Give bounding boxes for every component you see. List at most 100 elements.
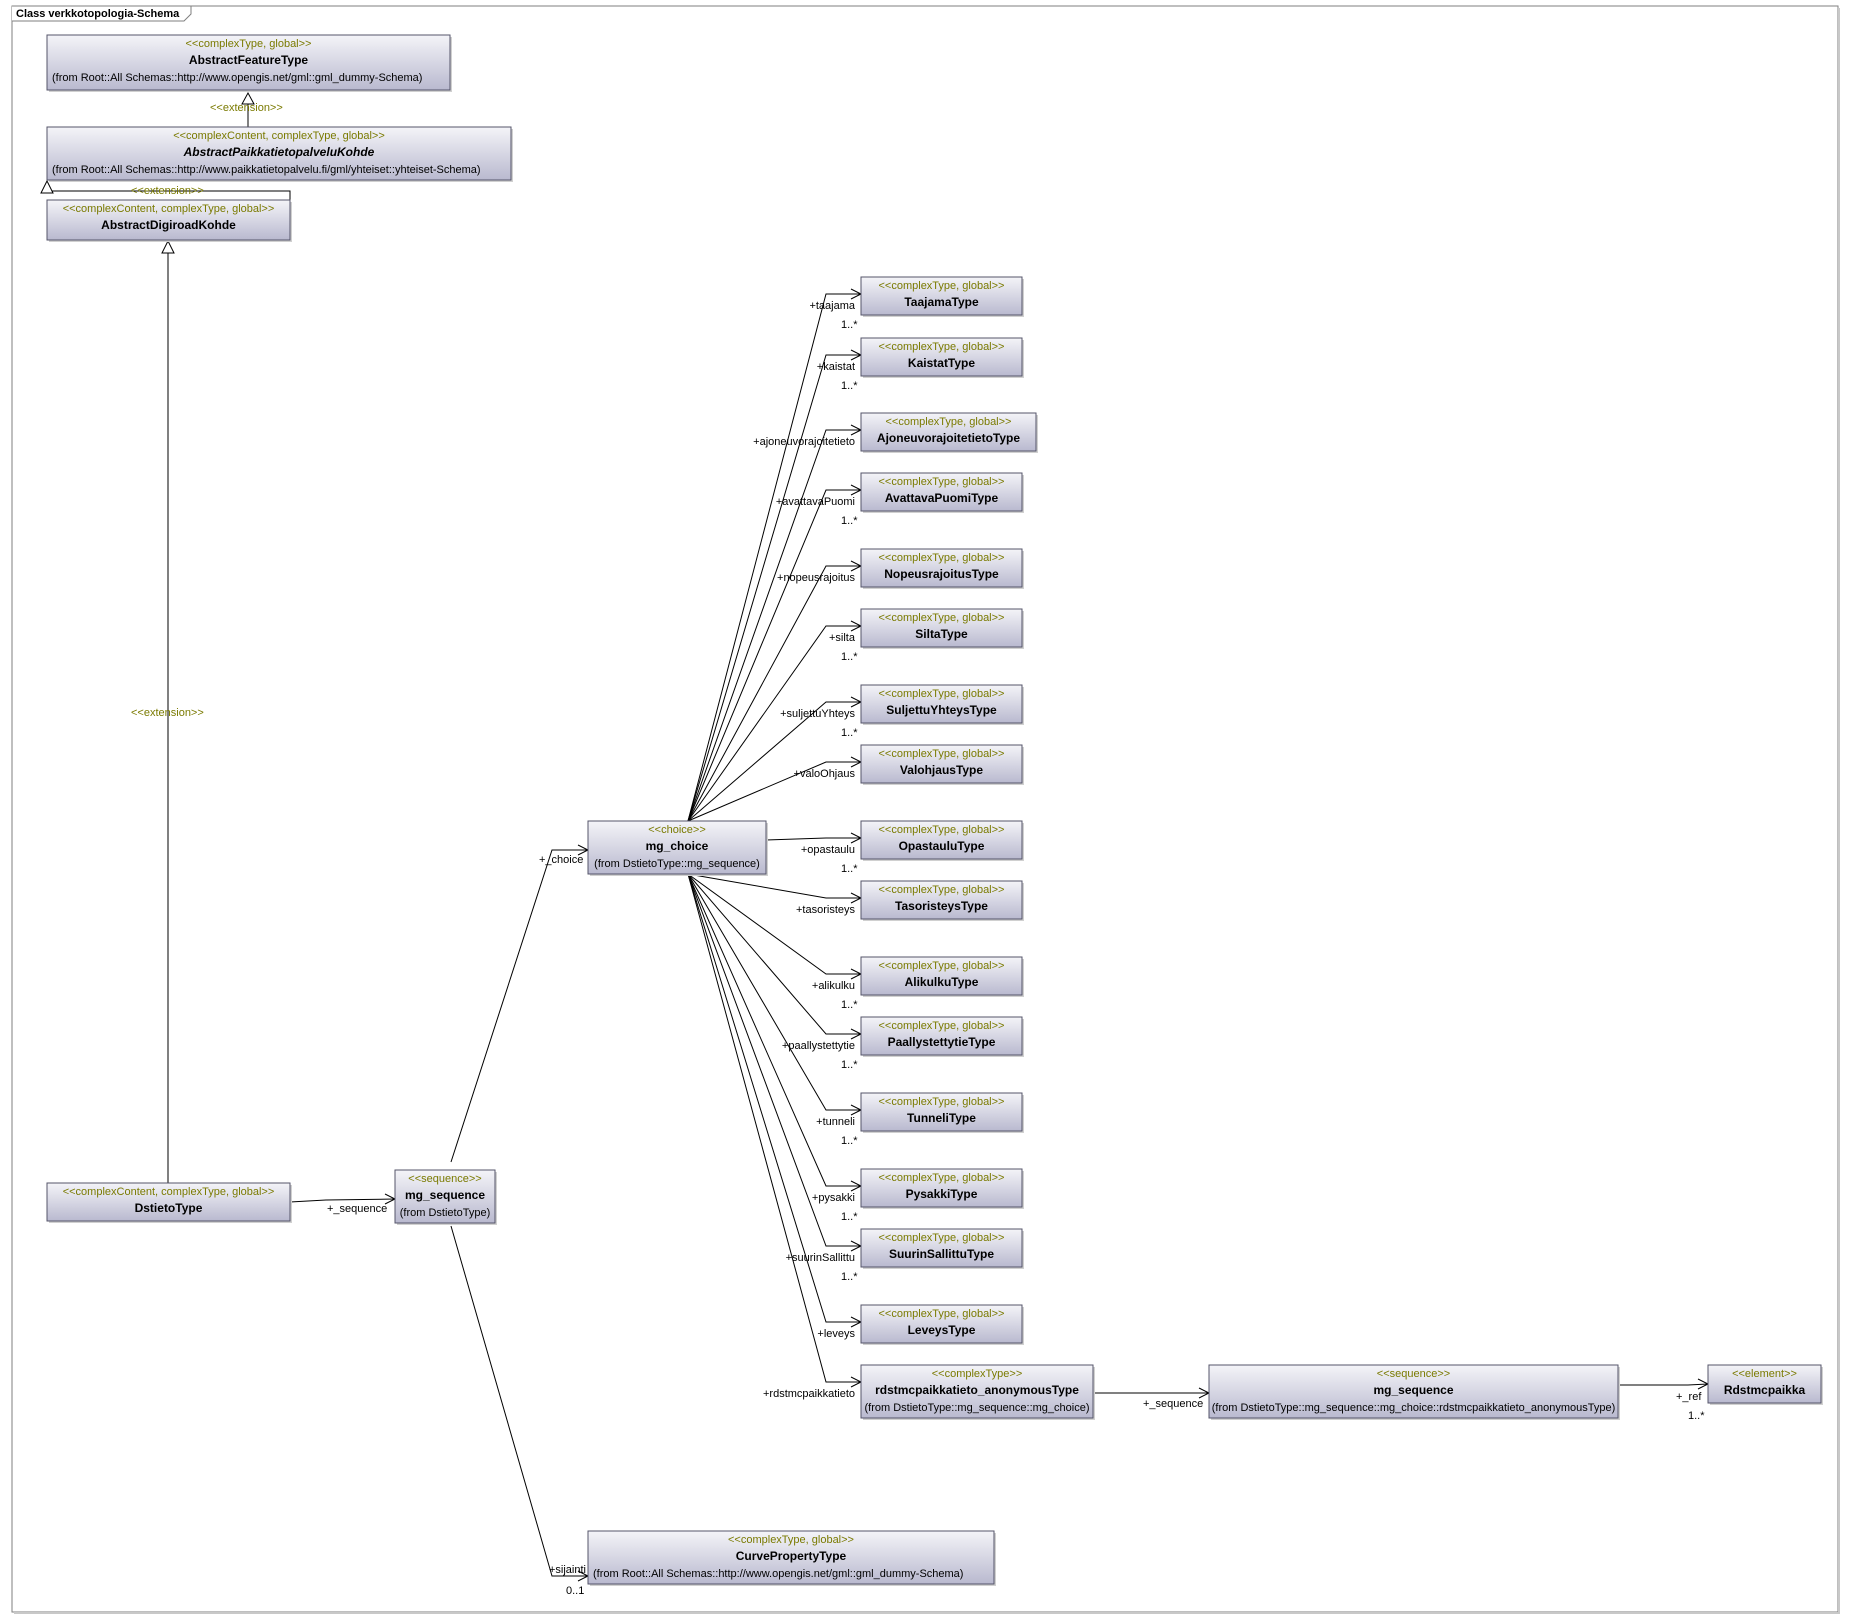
class-origin: (from DstietoType::mg_sequence) [594, 858, 760, 870]
class-opastaulu-type[interactable]: <<complexType, global>>OpastauluType [860, 820, 1024, 861]
class-name: mg_sequence [1373, 1383, 1453, 1397]
class-name: TunneliType [907, 1111, 976, 1125]
class-tasoristeys-type[interactable]: <<complexType, global>>TasoristeysType [860, 880, 1024, 921]
association-line [687, 873, 861, 1247]
class-alikulku-type[interactable]: <<complexType, global>>AlikulkuType [860, 956, 1024, 997]
association-line [687, 489, 861, 822]
stereotype-label: <<complexType, global>> [879, 1232, 1005, 1244]
role-label-sequence: +_sequence [1143, 1398, 1203, 1410]
class-name: mg_sequence [405, 1188, 485, 1202]
role-label: +paallystettytie [782, 1040, 855, 1052]
stereotype-label: <<complexType, global>> [879, 748, 1005, 760]
association-line [687, 354, 861, 822]
stereotype-label: <<complexType>> [932, 1368, 1023, 1380]
class-name: LeveysType [908, 1323, 976, 1337]
class-mg-sequence[interactable]: <<sequence>> mg_sequence (from DstietoType… [394, 1169, 497, 1225]
class-name: CurvePropertyType [736, 1549, 847, 1563]
class-abstract-feature-type[interactable]: <<complexType, global>>AbstractFeatureTy… [46, 34, 452, 92]
association-line [687, 625, 861, 822]
class-name: rdstmcpaikkatieto_anonymousType [875, 1383, 1079, 1397]
class-curve-property-type[interactable]: <<complexType, global>> CurvePropertyType… [587, 1530, 996, 1586]
association-line [765, 837, 861, 841]
multiplicity-label: 1..* [841, 1211, 858, 1223]
stereotype-label: <<complexType, global>> [879, 960, 1005, 972]
class-box [860, 412, 1037, 452]
connectors [40, 91, 1710, 1582]
class-mg-sequence-2[interactable]: <<sequence>>mg_sequence(from DstietoType… [1208, 1364, 1620, 1420]
role-label-ref: +_ref [1676, 1391, 1702, 1403]
multiplicity-label: 1..* [841, 319, 858, 331]
class-pysakki-type[interactable]: <<complexType, global>>PysakkiType [860, 1168, 1024, 1209]
class-abstract-paikkatietopalvelu-kohde[interactable]: <<complexContent, complexType, global>> A… [46, 126, 513, 182]
multiplicity-label: 1..* [841, 999, 858, 1011]
role-label: +suljettuYhteys [780, 708, 855, 720]
class-name: AbstractPaikkatietopalveluKohde [183, 145, 375, 159]
class-name: Rdstmcpaikka [1724, 1383, 1806, 1397]
role-label: +rdstmcpaikkatieto [763, 1388, 855, 1400]
class-name: AvattavaPuomiType [885, 491, 999, 505]
association-line [687, 429, 861, 822]
multiplicity-label: 1..* [1688, 1410, 1705, 1422]
role-label: +taajama [809, 300, 855, 312]
class-box [860, 1364, 1094, 1419]
stereotype-label: <<complexType, global>> [186, 38, 312, 50]
association-line [687, 873, 861, 1111]
stereotype-label: <<complexType, global>> [728, 1534, 854, 1546]
stereotype-label: <<complexContent, complexType, global>> [173, 130, 385, 142]
extension-label: <<extension>> [131, 185, 204, 197]
class-leveys-type[interactable]: <<complexType, global>>LeveysType [860, 1304, 1024, 1345]
class-name: DstietoType [135, 1201, 203, 1215]
role-label-sijainti: +sijainti [549, 1564, 586, 1576]
class-name: SuurinSallittuType [889, 1247, 994, 1261]
class-silta-type[interactable]: <<complexType, global>>SiltaType [860, 608, 1024, 649]
extension-label: <<extension>> [210, 102, 283, 114]
stereotype-label: <<sequence>> [408, 1173, 481, 1185]
class-rdstmcpaikka[interactable]: <<element>>Rdstmcpaikka [1707, 1364, 1823, 1405]
stereotype-label: <<complexType, global>> [879, 884, 1005, 896]
class-box [860, 337, 1023, 377]
role-label-choice: +_choice [539, 854, 583, 866]
role-label-sequence: +_sequence [327, 1203, 387, 1215]
association-line [687, 701, 861, 822]
class-box [46, 34, 451, 91]
multiplicity-label: 1..* [841, 863, 858, 875]
class-name: SuljettuYhteysType [886, 703, 997, 717]
class-mg-choice[interactable]: <<choice>>mg_choice(from DstietoType::mg… [587, 820, 768, 876]
stereotype-label: <<complexType, global>> [879, 476, 1005, 488]
class-nopeusrajoitus-type[interactable]: <<complexType, global>>NopeusrajoitusTyp… [860, 548, 1024, 589]
class-paallystettytie-type[interactable]: <<complexType, global>>PaallystettytieTy… [860, 1016, 1024, 1057]
multiplicity-label: 1..* [841, 380, 858, 392]
class-suljettuyhteys-type[interactable]: <<complexType, global>> SuljettuYhteysTyp… [860, 684, 1024, 725]
association-line [687, 293, 861, 822]
class-box [860, 1168, 1023, 1208]
class-dstieto-type[interactable]: <<complexContent, complexType, global>>D… [46, 1182, 292, 1223]
class-box [860, 1304, 1023, 1344]
class-box [860, 744, 1023, 784]
role-label: +valoOhjaus [794, 768, 856, 780]
class-taajama-type[interactable]: <<complexType, global>>TaajamaType [860, 276, 1024, 317]
class-origin: (from DstietoType) [400, 1207, 490, 1219]
class-tunneli-type[interactable]: <<complexType, global>>TunneliType [860, 1092, 1024, 1133]
class-suurinsallittu-type[interactable]: <<complexType, global>> SuurinSallittuTyp… [860, 1228, 1024, 1269]
class-box [587, 820, 767, 875]
class-name: mg_choice [646, 839, 709, 853]
class-abstract-digiroad-kohde[interactable]: <<complexContent, complexType, global>>A… [46, 199, 292, 242]
class-ajoneuvorajoitetieto-type[interactable]: <<complexType, global>>Ajoneuvorajoiteti… [860, 412, 1038, 453]
class-box [394, 1169, 496, 1224]
class-kaistat-type[interactable]: <<complexType, global>>KaistatType [860, 337, 1024, 378]
class-origin: (from Root::All Schemas::http://www.open… [593, 1568, 963, 1580]
association-line [687, 873, 861, 975]
class-valohjaus-type[interactable]: <<complexType, global>>ValohjausType [860, 744, 1024, 785]
role-label: +alikulku [812, 980, 855, 992]
stereotype-label: <<complexType, global>> [879, 280, 1005, 292]
stereotype-label: <<complexType, global>> [879, 688, 1005, 700]
class-box [860, 608, 1023, 648]
class-rdstmc-anonymous-type[interactable]: <<complexType>> rdstmcpaikkatieto_anonymo… [860, 1364, 1095, 1420]
class-origin: (from DstietoType::mg_sequence::mg_choic… [865, 1402, 1090, 1414]
class-avattavapuomi-type[interactable]: <<complexType, global>> AvattavaPuomiType [860, 472, 1024, 513]
class-name: OpastauluType [899, 839, 985, 853]
role-label: +suurinSallittu [786, 1252, 855, 1264]
class-origin: (from Root::All Schemas::http://www.paik… [52, 164, 481, 176]
role-label: +nopeusrajoitus [777, 572, 855, 584]
